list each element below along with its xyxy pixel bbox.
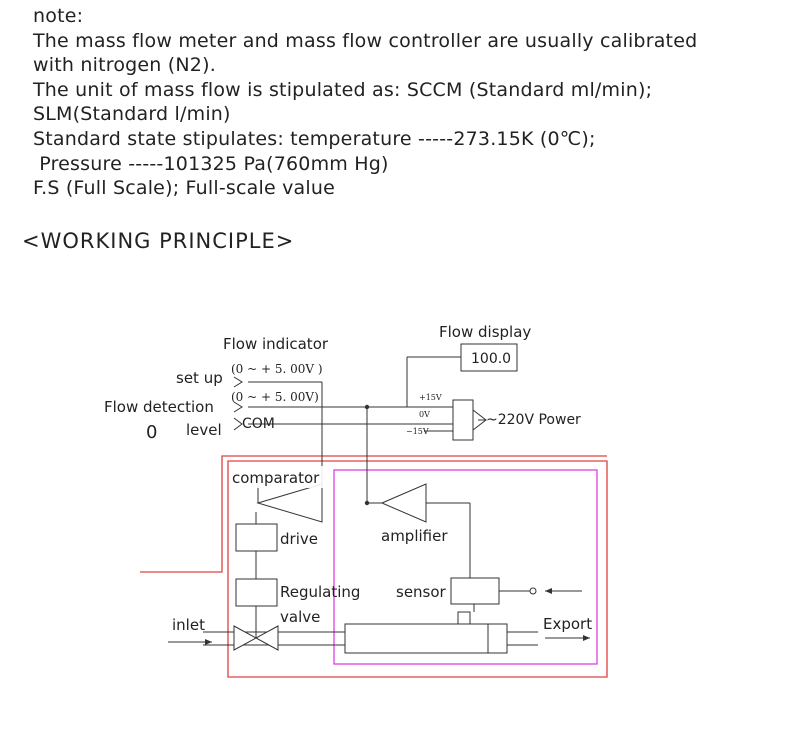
- inlet-label: inlet: [172, 616, 205, 634]
- flow-display-value: 100.0: [471, 351, 511, 367]
- flow-detection-range: (0 ~ + 5. 00V): [231, 390, 319, 404]
- signal-brackets: [233, 376, 243, 431]
- power-label: ~220V Power: [486, 412, 581, 428]
- minus15-label: −15V: [406, 427, 429, 436]
- level-label: level: [186, 421, 222, 439]
- plus15-label: +15V: [419, 393, 442, 402]
- drive-label: drive: [280, 530, 318, 548]
- export-label: Export: [543, 615, 592, 633]
- note-line: The unit of mass flow is stipulated as: …: [33, 78, 653, 101]
- flow-display-label: Flow display: [439, 323, 531, 341]
- flow-display-box: [460, 343, 518, 372]
- sensor-label: sensor: [396, 583, 447, 601]
- note-line: Standard state stipulates: temperature -…: [33, 127, 596, 150]
- red-frame: [140, 455, 608, 678]
- junction-dot: [364, 500, 370, 506]
- note-line: Pressure -----101325 Pa(760mm Hg): [33, 152, 389, 175]
- amplifier-label: amplifier: [381, 527, 448, 545]
- regulating-box: [235, 578, 278, 607]
- set-up-range: (0 ~ + 5. 00V ): [231, 362, 323, 376]
- comparator-label: comparator: [232, 469, 320, 487]
- sensor-box: [450, 577, 500, 605]
- drive-box: [235, 523, 278, 552]
- section-heading: <WORKING PRINCIPLE>: [22, 229, 295, 253]
- regulating-label: Regulating: [280, 583, 360, 601]
- flow-detection-label: Flow detection: [104, 398, 214, 416]
- amplifier-symbol: [380, 483, 427, 523]
- comparator-label-bg: [231, 466, 328, 488]
- note-line: The mass flow meter and mass flow contro…: [33, 29, 698, 52]
- junction-dot: [529, 587, 537, 595]
- zero-label: 0: [146, 422, 157, 443]
- valve-symbol: [233, 624, 279, 651]
- comparator-symbol: [256, 483, 323, 523]
- flow-tube: [344, 623, 508, 654]
- set-up-label: set up: [176, 369, 223, 387]
- valve-label: valve: [280, 608, 320, 626]
- sensor-tap: [457, 611, 471, 625]
- power-supply-box: [452, 399, 474, 441]
- note-line: F.S (Full Scale); Full-scale value: [33, 177, 335, 200]
- zero-v-label: 0V: [419, 410, 430, 419]
- com-label: COM: [242, 416, 275, 432]
- note-line: note:: [33, 5, 84, 27]
- note-line: SLM(Standard l/min): [33, 103, 231, 126]
- junction-dot: [364, 404, 370, 410]
- power-brackets: [472, 409, 487, 431]
- note-block: note: The mass flow meter and mass flow …: [33, 4, 697, 201]
- note-line: with nitrogen (N2).: [33, 54, 216, 77]
- flow-indicator-label: Flow indicator: [223, 335, 329, 353]
- sensor-frame: [333, 469, 598, 665]
